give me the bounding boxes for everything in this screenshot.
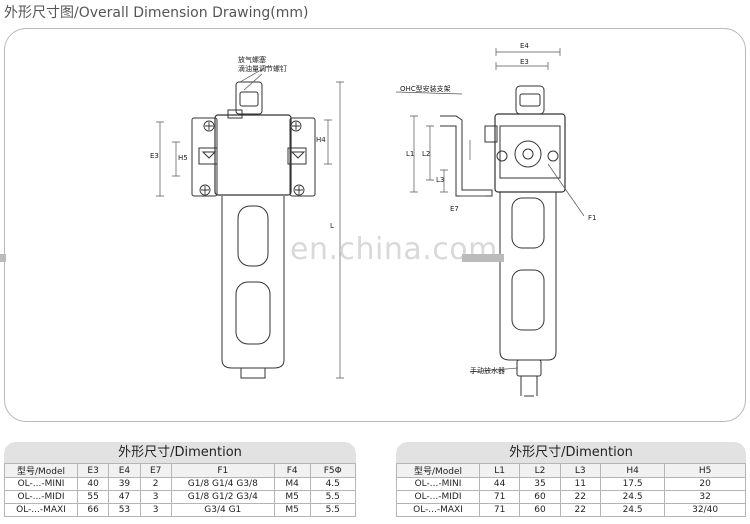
col-header: F4 (273, 463, 311, 478)
table-cell: 4.5 (309, 477, 356, 491)
table-cell: M5 (273, 490, 311, 504)
table-cell: 24.5 (599, 503, 666, 517)
table-cell: 39 (108, 477, 141, 491)
table-cell: 2 (139, 477, 172, 491)
label-L1: L1 (406, 150, 415, 158)
table-row: OL-...-MINI 44 35 11 17.5 20 (396, 477, 746, 491)
table-cell: 71 (478, 490, 521, 504)
table-cell: 20 (664, 477, 746, 491)
drawing-text-layer: 放气螺塞 滴油量调节螺钉 E3 H5 H4 L E4 E3 OHC型安装支架 L… (150, 42, 597, 375)
label-L: L (330, 222, 334, 230)
table-cell: 24.5 (599, 490, 666, 504)
label-L3: L3 (436, 176, 445, 184)
label-exhaust-screw: 放气螺塞 (238, 56, 266, 64)
table-cell: 3 (139, 503, 172, 517)
label-manual-drain: 手动放水器 (470, 367, 505, 375)
front-view (156, 65, 344, 379)
col-header: 型号/Model (396, 463, 480, 478)
table-cell: 40 (76, 477, 110, 491)
table-row: OL-...-MINI 40 39 2 G1/8 G1/4 G3/8 M4 4.… (4, 477, 356, 491)
label-ohc-bracket: OHC型安装支架 (400, 85, 451, 93)
col-header: E4 (108, 463, 141, 478)
col-header: E3 (76, 463, 110, 478)
dimension-table-right: 外形尺寸/Dimention 型号/Model L1 L2 L3 H4 H5 O… (396, 442, 746, 517)
col-header: E7 (139, 463, 172, 478)
label-L2: L2 (422, 150, 431, 158)
table-cell: OL-...-MIDI (4, 490, 78, 504)
drawing-frame (4, 28, 746, 422)
table-cell: OL-...-MINI (4, 477, 78, 491)
page-title: 外形尺寸图/Overall Dimension Drawing(mm) (4, 5, 309, 21)
table-row: OL-...-MIDI 71 60 22 24.5 32 (396, 490, 746, 504)
table-cell: G1/8 G1/4 G3/8 (170, 477, 275, 491)
table-cell: OL-...-MINI (396, 477, 480, 491)
col-header: L2 (519, 463, 561, 478)
label-H4: H4 (316, 136, 326, 144)
table-cell: 66 (76, 503, 110, 517)
table-right-header-row: 型号/Model L1 L2 L3 H4 H5 (396, 463, 746, 478)
col-header: F1 (170, 463, 275, 478)
label-E3-front: E3 (150, 152, 159, 160)
table-cell: 60 (519, 503, 561, 517)
table-cell: G1/8 G1/2 G3/4 (170, 490, 275, 504)
label-E7: E7 (450, 205, 459, 213)
label-F1: F1 (588, 214, 597, 222)
table-cell: 32 (664, 490, 746, 504)
label-E3-side: E3 (520, 58, 529, 66)
col-header: L1 (478, 463, 521, 478)
label-drip-screw: 滴油量调节螺钉 (238, 65, 287, 73)
table-cell: 44 (478, 477, 521, 491)
table-cell: 5.5 (309, 490, 356, 504)
dimension-drawing (156, 48, 585, 397)
table-cell: 22 (559, 503, 601, 517)
table-row: OL-...-MIDI 55 47 3 G1/8 G1/2 G3/4 M5 5.… (4, 490, 356, 504)
col-header: H4 (599, 463, 666, 478)
col-header: 型号/Model (4, 463, 78, 478)
table-cell: 22 (559, 490, 601, 504)
table-cell: 60 (519, 490, 561, 504)
label-H5: H5 (178, 154, 188, 162)
table-cell: 35 (519, 477, 561, 491)
table-cell: M4 (273, 477, 311, 491)
label-E4: E4 (520, 42, 529, 50)
table-cell: 17.5 (599, 477, 666, 491)
col-header: L3 (559, 463, 601, 478)
dimension-table-left: 外形尺寸/Dimention 型号/Model E3 E4 E7 F1 F4 F… (4, 442, 356, 517)
table-row: OL-...-MAXI 66 53 3 G3/4 G1 M5 5.5 (4, 503, 356, 517)
table-cell: OL-...-MAXI (396, 503, 480, 517)
table-cell: 53 (108, 503, 141, 517)
table-cell: 32/40 (664, 503, 746, 517)
table-cell: 71 (478, 503, 521, 517)
col-header: H5 (664, 463, 746, 478)
table-cell: 11 (559, 477, 601, 491)
table-cell: 5.5 (309, 503, 356, 517)
table-left-title: 外形尺寸/Dimention (4, 442, 356, 463)
table-cell: 55 (76, 490, 110, 504)
table-row: OL-...-MAXI 71 60 22 24.5 32/40 (396, 503, 746, 517)
table-cell: OL-...-MIDI (396, 490, 480, 504)
side-view (395, 48, 585, 397)
table-cell: M5 (273, 503, 311, 517)
table-cell: G3/4 G1 (170, 503, 275, 517)
col-header: F5Φ (309, 463, 356, 478)
table-cell: OL-...-MAXI (4, 503, 78, 517)
watermark-bar-left (0, 254, 6, 262)
table-right-title: 外形尺寸/Dimention (396, 442, 746, 463)
table-cell: 47 (108, 490, 141, 504)
table-left-header-row: 型号/Model E3 E4 E7 F1 F4 F5Φ (4, 463, 356, 478)
watermark-bar-right (462, 254, 504, 262)
table-cell: 3 (139, 490, 172, 504)
